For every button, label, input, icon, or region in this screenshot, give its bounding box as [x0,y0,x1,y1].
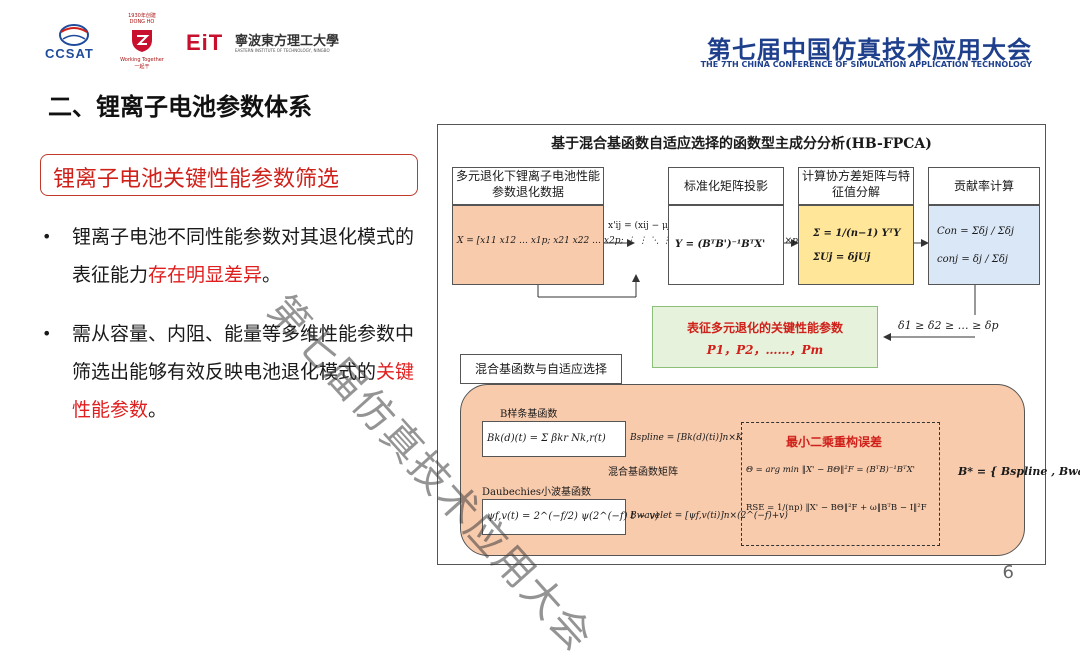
equation-eigen-order: δ1 ≥ δ2 ≥ … ≥ δp [898,319,999,332]
conference-title-cn: 第七届中国仿真技术应用大会 [707,36,1032,64]
equation-rse: RSE = 1/(np) ‖X' − BΘ‖²F + ω‖BᵀB − I‖²F [746,503,927,513]
dufe-motto-cn: 一起干 [134,64,150,70]
equation-con: Con = Σδj / Σδj [937,226,1014,237]
equation-wavelet-matrix: Bwavelet = [ψf,v(ti)]n×(2^(−f)+v) [630,511,788,521]
equation-eigen: ΣUj = δjUj [813,252,871,263]
conference-title-en: THE 7TH CHINA CONFERENCE OF SIMULATION A… [700,60,1032,69]
step-contribution-rate: 贡献率计算 [928,167,1040,205]
bullet-2-text: 需从容量、内阻、能量等多维性能参数中筛选出能够有效反映电池退化模式的 [72,323,415,383]
ccsat-text: CCSAT [45,46,94,61]
bullet-1-highlight: 存在明显差异 [148,264,263,286]
globe-icon [59,24,89,46]
dufe-name: DONG HO [129,19,155,25]
bullet-1-end: 。 [262,264,282,286]
hybrid-basis-label: 混合基函数与自适应选择 [460,354,622,384]
bullet-2-highlight: 关键性能参数 [72,361,415,421]
key-parameters-values: P1，P2，……，Pm [706,343,824,357]
bullet-dot-icon: • [42,324,52,343]
dufe-year: 1930年创建 [128,13,156,19]
bspline-label: B样条基函数 [500,409,558,420]
dufe-logo: 1930年创建 DONG HO Working Together 一起干 [118,12,166,70]
equation-bspline-matrix: Bspline = [Bk(d)(ti)]n×K [630,433,743,443]
shield-icon [132,30,152,52]
panel-covariance: Σ = 1/(n−1) YᵀY ΣUj = δjUj [798,205,914,285]
daubechies-box: ψf,v(t) = 2^(−f/2) ψ(2^(−f) t − v) [482,499,659,535]
section-title: 二、锂离子电池参数体系 [48,93,312,121]
key-parameters-box: 表征多元退化的关键性能参数 P1，P2，……，Pm [652,306,878,368]
eit-name-cn: 寧波東方理工大學 [235,34,340,49]
equation-standardize: x'ij = (xij − μj) / σj [608,221,692,231]
hybrid-matrix-label: 混合基函数矩阵 [608,467,678,478]
ccsat-logo: CCSAT [45,22,103,62]
page-number: 6 [1002,562,1014,583]
bullet-1-text: 锂离子电池不同性能参数对其退化模式的表征能力 [72,226,415,286]
eit-mark: EiT [186,30,224,55]
bullet-1: • 锂离子电池不同性能参数对其退化模式的表征能力存在明显差异。 [42,218,422,294]
daubechies-label: Daubechies小波基函数 [482,487,592,498]
equation-x-matrix: X = [x11 x12 … x1p; x21 x22 … x2p; ⋮ ⋮ ⋱… [457,236,798,246]
equation-bspline: Bk(d)(t) = Σ βkr Nk,r(t) [487,433,606,444]
panel-contribution: Con = Σδj / Σδj conj = δj / Σδj [928,205,1040,285]
key-parameters-title: 表征多元退化的关键性能参数 [686,321,843,335]
eit-name-en: EASTERN INSTITUTE OF TECHNOLOGY, NINGBO [235,48,330,53]
equation-b-star: B* = { Bspline , Bwavelet [958,465,1080,478]
panel-projection: Y = (BᵀB')⁻¹BᵀX' [668,205,784,285]
equation-theta: Θ = arg min ‖X' − BΘ‖²F = (BᵀB)⁻¹BᵀX' [746,465,915,475]
step-covariance-eigen: 计算协方差矩阵与特征值分解 [798,167,914,205]
bullet-dot-icon: • [42,227,52,246]
key-parameter-heading-text: 锂离子电池关键性能参数筛选 [53,167,340,192]
bullet-2: • 需从容量、内阻、能量等多维性能参数中筛选出能够有效反映电池退化模式的关键性能… [42,315,422,429]
least-squares-title: 最小二乘重构误差 [786,435,883,449]
hb-fpca-diagram: 基于混合基函数自适应选择的函数型主成分分析(HB-FPCA) 多元退化下锂离子电… [437,124,1080,565]
equation-y: Y = (BᵀB')⁻¹BᵀX' [675,239,766,250]
bspline-box: Bk(d)(t) = Σ βkr Nk,r(t) [482,421,626,457]
dufe-motto-en: Working Together [120,57,164,63]
equation-daubechies: ψf,v(t) = 2^(−f/2) ψ(2^(−f) t − v) [487,511,659,522]
key-parameter-heading: 锂离子电池关键性能参数筛选 [40,154,418,196]
panel-degradation-data: X = [x11 x12 … x1p; x21 x22 … x2p; ⋮ ⋮ ⋱… [452,205,798,285]
equation-sigma: Σ = 1/(n−1) YᵀY [813,228,901,239]
diagram-title: 基于混合基函数自适应选择的函数型主成分分析(HB-FPCA) [551,136,932,152]
bullet-2-end: 。 [148,399,168,421]
equation-conj: conj = δj / Σδj [937,254,1008,265]
step-degradation-data: 多元退化下锂离子电池性能参数退化数据 [452,167,604,205]
step-matrix-projection: 标准化矩阵投影 [668,167,784,205]
least-squares-box: 最小二乘重构误差 Θ = arg min ‖X' − BΘ‖²F = (BᵀB)… [741,422,940,546]
